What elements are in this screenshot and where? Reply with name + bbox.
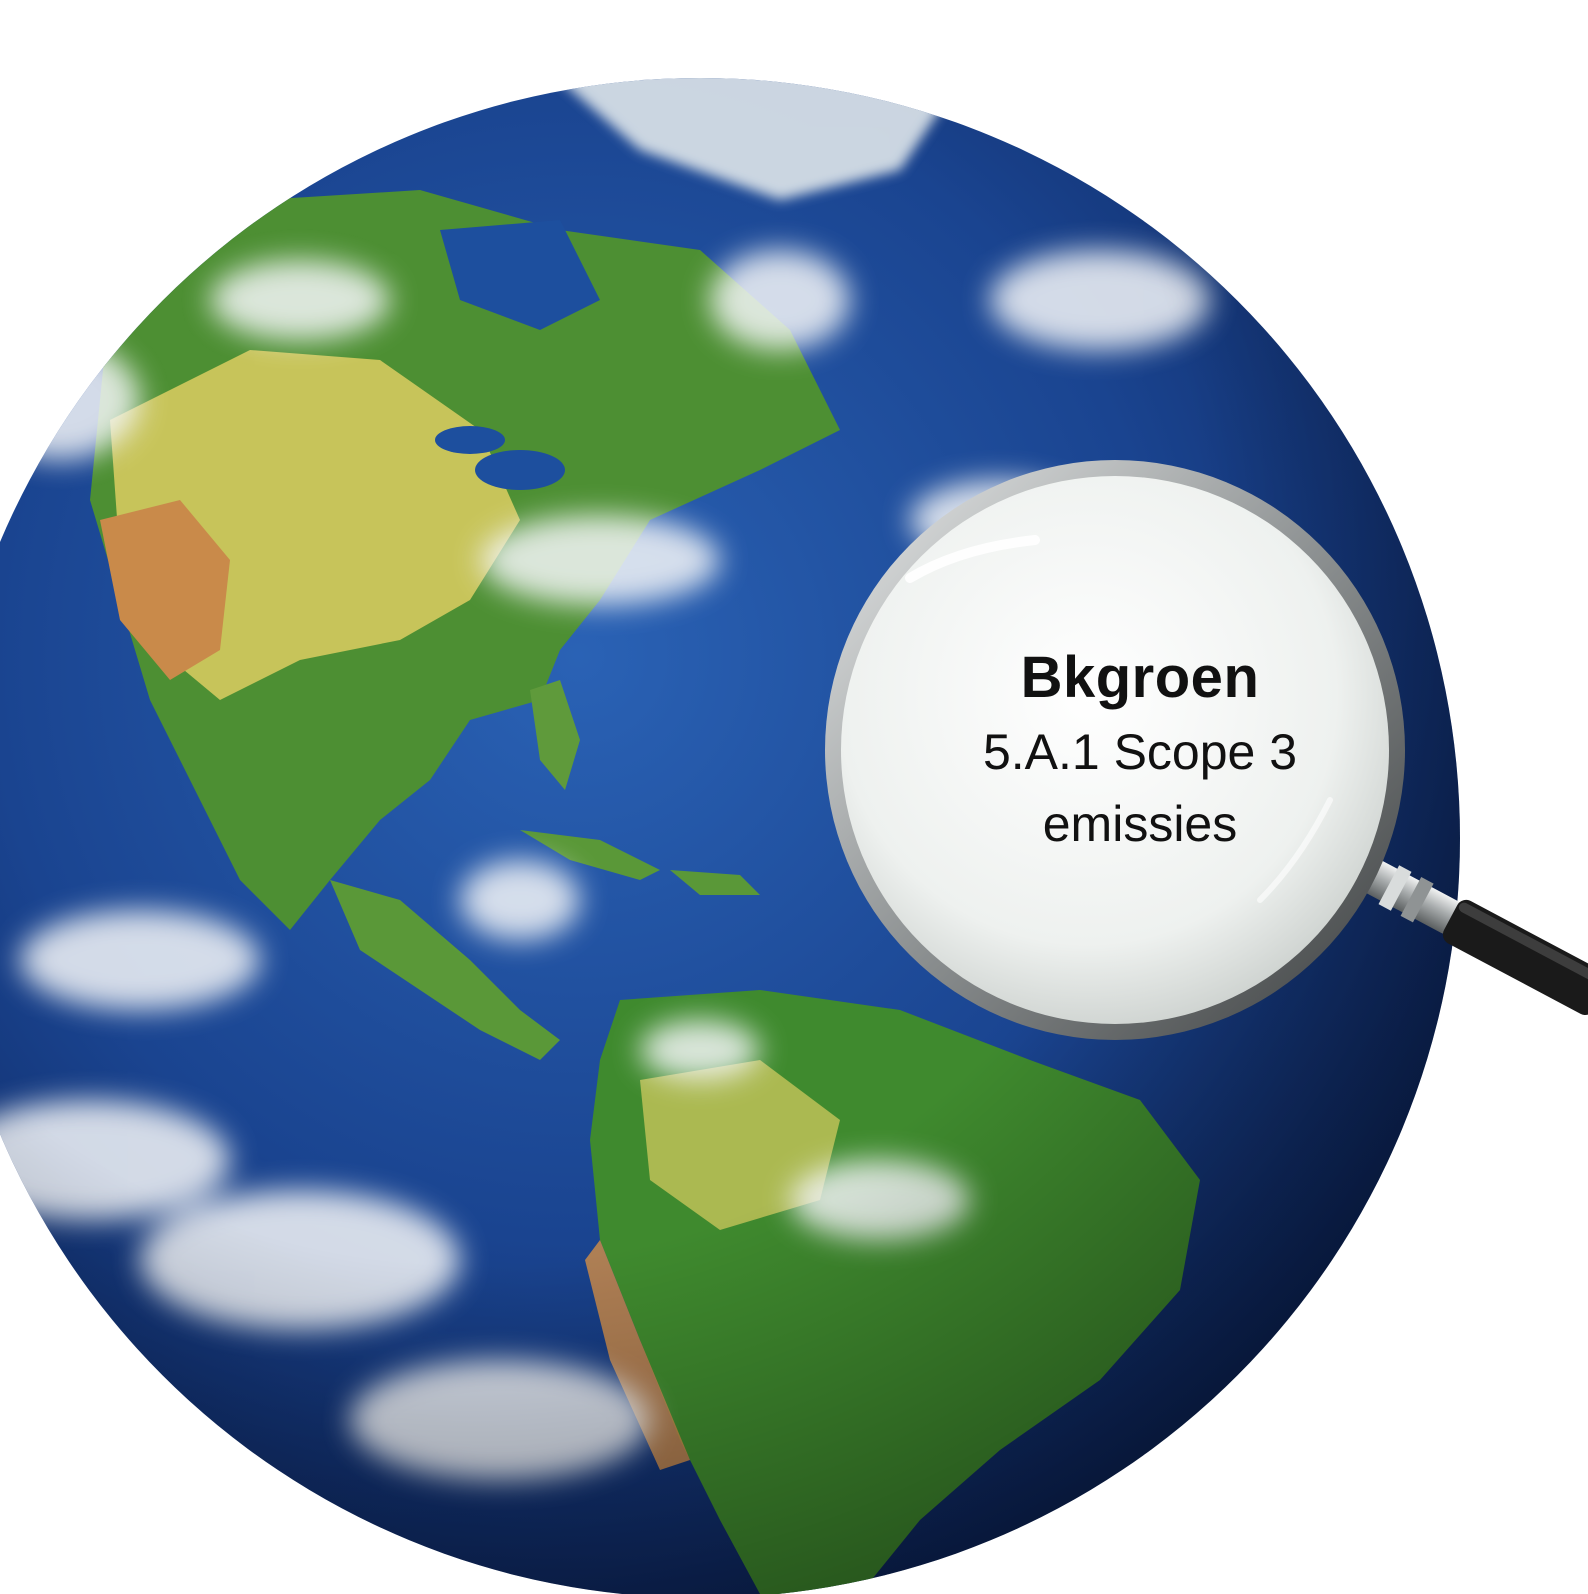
magnifying-glass-icon	[825, 460, 1588, 1040]
magnifier-title: Bkgroen	[1020, 645, 1260, 710]
magnifier-label: Bkgroen 5.A.1 Scope 3 emissies	[860, 640, 1420, 860]
magnifier-line-2: emissies	[1042, 796, 1238, 852]
magnifier-line-1: 5.A.1 Scope 3	[982, 724, 1298, 780]
